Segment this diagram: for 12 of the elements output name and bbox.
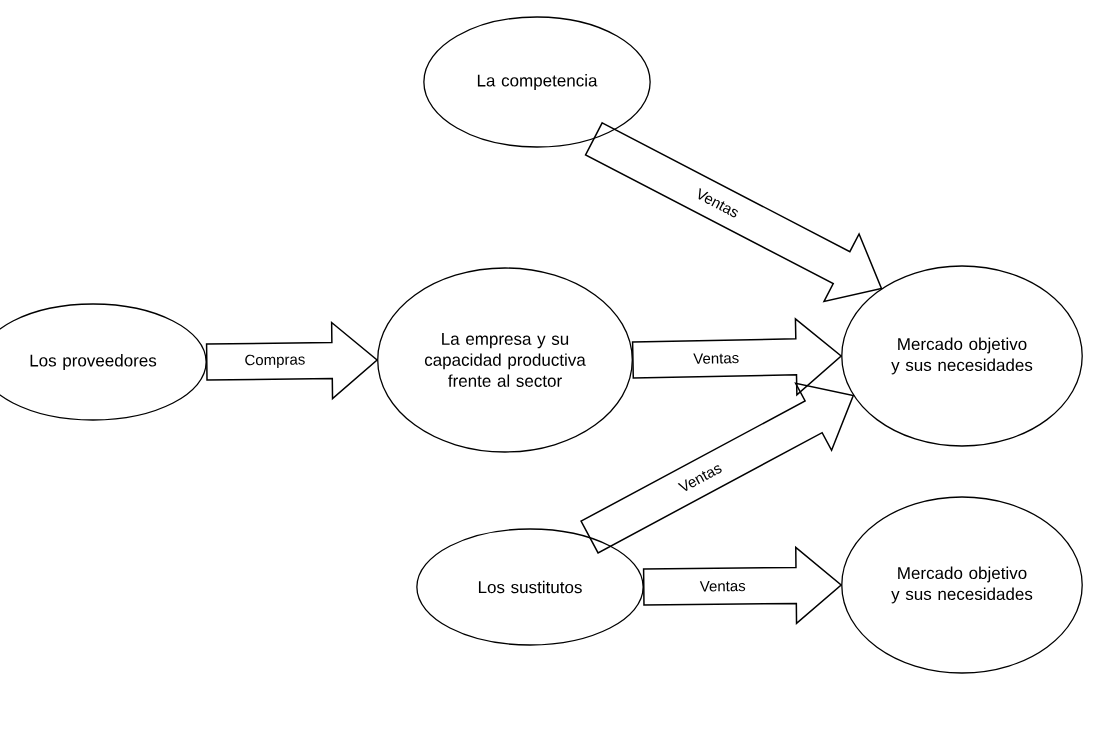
ellipse-node: Los sustitutos <box>416 528 644 646</box>
block-arrow <box>631 317 843 397</box>
ellipse-node: Mercado objetivo y sus necesidades <box>841 265 1083 447</box>
edge-label: Ventas <box>692 351 741 366</box>
ellipse-node: La competencia <box>423 16 651 148</box>
ellipse-node: Mercado objetivo y sus necesidades <box>841 496 1083 674</box>
ellipse-node: La empresa y su capacidad productiva frente al sector <box>377 267 633 453</box>
block-arrow <box>205 320 379 401</box>
edge-label: Compras <box>243 353 307 370</box>
block-arrow <box>642 545 843 626</box>
block-arrow <box>580 382 855 554</box>
edge-label: Ventas <box>698 579 747 593</box>
